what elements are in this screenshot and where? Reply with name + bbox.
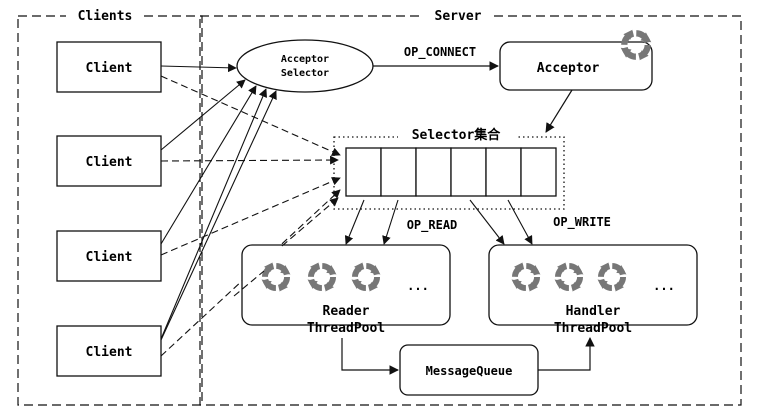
client-box: Client xyxy=(56,325,162,377)
selector-slot xyxy=(450,147,487,197)
client-connect-arrows xyxy=(160,63,277,341)
selector-set-label: Selector集合 xyxy=(412,127,502,143)
selector-slot xyxy=(485,147,522,197)
client-box: Client xyxy=(56,41,162,93)
queue-to-handler-arrow xyxy=(538,337,595,371)
reader-to-queue-arrow xyxy=(341,338,399,375)
svg-text:Client: Client xyxy=(86,155,133,170)
svg-text:Selector: Selector xyxy=(281,68,329,79)
svg-text:Client: Client xyxy=(86,345,133,360)
selector-slot xyxy=(345,147,382,197)
reader-threadpool-node: ... Reader ThreadPool xyxy=(241,244,451,336)
selector-slot xyxy=(415,147,452,197)
svg-text:Client: Client xyxy=(86,250,133,265)
svg-text:ThreadPool: ThreadPool xyxy=(307,321,385,336)
acceptor-node: Acceptor xyxy=(499,30,652,91)
svg-text:Acceptor: Acceptor xyxy=(281,54,329,65)
svg-text:Reader: Reader xyxy=(323,304,370,319)
acceptor-to-selector-arrow xyxy=(545,89,573,133)
op-write-label: OP_WRITE xyxy=(553,215,611,230)
selector-slot xyxy=(520,147,557,197)
server-region-label: Server xyxy=(435,9,482,24)
svg-text:Acceptor: Acceptor xyxy=(537,61,600,76)
svg-text:...: ... xyxy=(407,279,429,293)
clients-region-label: Clients xyxy=(78,9,133,24)
selector-slot xyxy=(380,147,417,197)
svg-text:ThreadPool: ThreadPool xyxy=(554,321,632,336)
svg-text:MessageQueue: MessageQueue xyxy=(426,364,513,378)
svg-text:Handler: Handler xyxy=(566,304,621,319)
client-box: Client xyxy=(56,135,162,187)
handler-threadpool-node: ... Handler ThreadPool xyxy=(488,244,698,336)
client-box: Client xyxy=(56,230,162,282)
op-connect-label: OP_CONNECT xyxy=(404,45,476,60)
acceptor-selector-node: Acceptor Selector xyxy=(236,39,374,93)
message-queue-node: MessageQueue xyxy=(399,344,539,396)
reader-register-arrows xyxy=(233,197,339,297)
op-read-label: OP_READ xyxy=(407,218,458,233)
selector-dispatch-arrows xyxy=(344,199,533,245)
selector-set-region xyxy=(333,136,565,210)
svg-text:...: ... xyxy=(653,279,675,293)
selector-array xyxy=(345,147,557,197)
svg-text:Client: Client xyxy=(86,61,133,76)
